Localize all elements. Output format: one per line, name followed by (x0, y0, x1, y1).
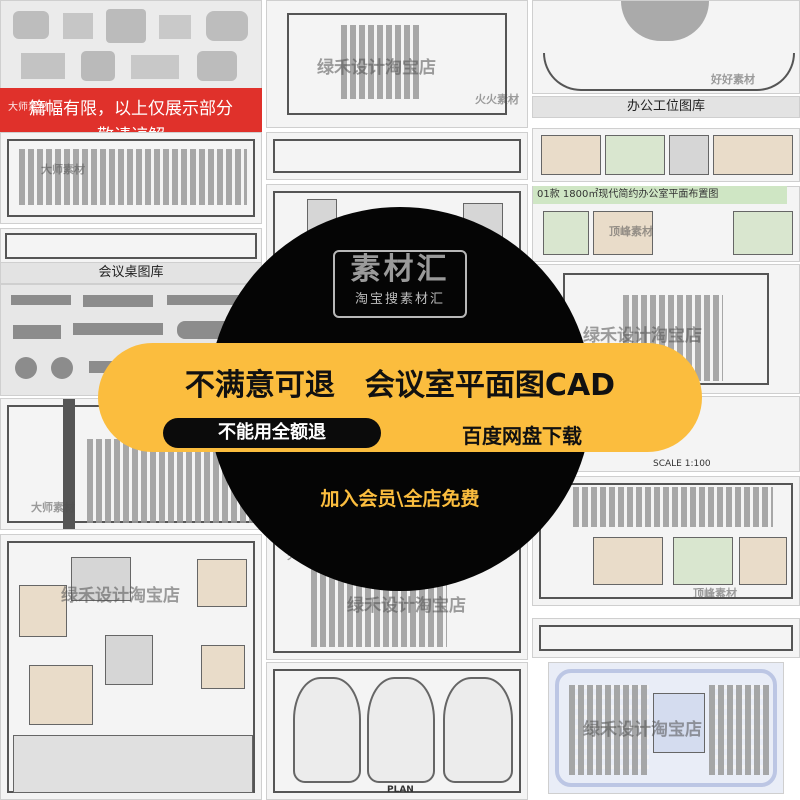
logo-sub-text: 淘宝搜素材汇 (354, 292, 445, 307)
tile-office-color-plan (532, 128, 800, 182)
tile-right-color-plan: 顶峰素材 (532, 476, 800, 606)
tile-building-plan-top: 绿禾设计淘宝店 火火素材 (266, 0, 528, 128)
layout-title-text: 1800㎡现代简约办公室平面布置图 (562, 189, 719, 200)
tile-building-plan-a (266, 132, 528, 180)
logo-main-text: 素材汇 (350, 252, 450, 287)
tile-meeting-rooms-plan: PLAN (266, 662, 528, 800)
tile-conference-hall-plan-1: 大师素材 (0, 132, 262, 224)
tile-furniture-blocks (0, 0, 262, 90)
watermark-huohuo: 火火素材 (475, 93, 519, 106)
tile-conference-table-strip (0, 228, 262, 264)
tile-right-bottom-plan (532, 618, 800, 658)
layout-prefix: 01款 (537, 189, 560, 200)
watermark-lvhe-5: 绿禾设计淘宝店 (583, 720, 702, 740)
banner-watermark: 大师素材 (8, 102, 48, 113)
scale-label: SCALE 1:100 (653, 459, 711, 469)
watermark-lvhe-4: 绿禾设计淘宝店 (583, 326, 702, 346)
layout-title: 01款 1800㎡现代简约办公室平面布置图 (533, 186, 787, 204)
plan-label: PLAN (387, 785, 414, 795)
watermark-dingfeng: 顶峰素材 (609, 225, 653, 238)
watermark-lvhe-1: 绿禾设计淘宝店 (61, 586, 180, 606)
watermark-dashi-2: 大师素材 (31, 501, 75, 514)
watermark-haohao: 好好素材 (711, 73, 755, 86)
member-free-text: 加入会员\全店免费 (320, 488, 480, 510)
title-meeting-table-library: 会议桌图库 (0, 262, 262, 284)
tile-right-blue-plan: 绿禾设计淘宝店 (548, 662, 784, 794)
tile-office-floor-plan: 绿禾设计淘宝店 (0, 534, 262, 800)
title-office-library: 办公工位图库 (532, 96, 800, 118)
watermark-dingfeng-2: 顶峰素材 (693, 587, 737, 600)
tile-round-hall-plan: 好好素材 (532, 0, 800, 94)
watermark-lvhe-3: 绿禾设计淘宝店 (347, 596, 466, 616)
watermark-dashi: 大师素材 (41, 163, 85, 176)
headline: 不满意可退 会议室平面图CAD (184, 368, 616, 403)
logo-box: 素材汇 淘宝搜素材汇 (333, 250, 467, 318)
no-full-refund-badge: 不能用全额退 (163, 418, 381, 448)
baidu-download-label: 百度网盘下载 (462, 424, 582, 448)
banner-line-1: 篇幅有限，以上仅展示部分 (29, 99, 233, 119)
watermark-lvhe-2: 绿禾设计淘宝店 (317, 58, 436, 78)
